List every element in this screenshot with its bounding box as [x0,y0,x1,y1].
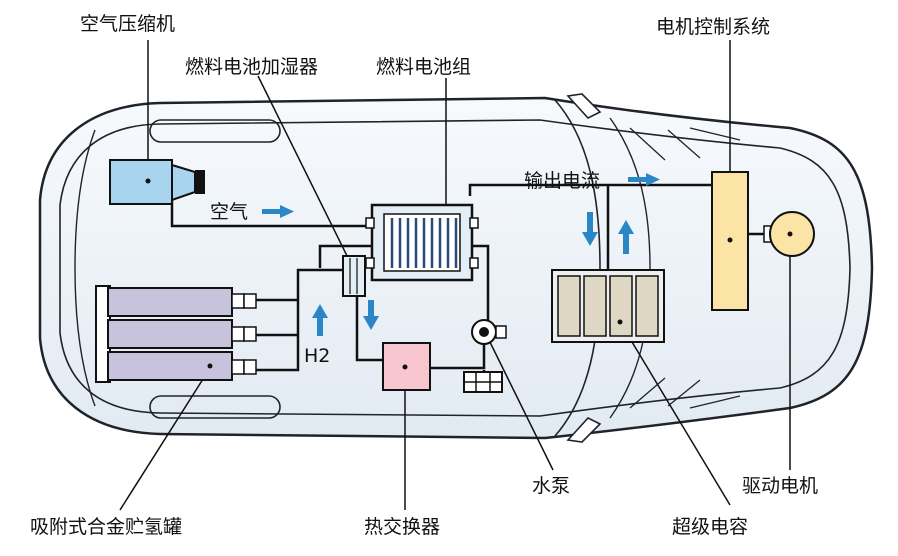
air-arrow-icon [262,205,294,218]
capacitor-down-arrow-icon [582,212,598,246]
air-compressor [109,159,205,205]
drive-motor [763,211,815,257]
output-current-line [468,183,718,196]
filter-unit [463,371,503,393]
air-line [170,200,375,228]
label-output-current: 输出电流 [524,170,600,192]
ultracapacitor [551,269,665,343]
label-h2-tank: 吸附式合金贮氢罐 [30,516,182,538]
current-arrow-icon [628,173,660,186]
flow-labels: 空气 H2 输出电流 [210,170,600,367]
connection-lines [170,183,770,380]
label-fc-stack: 燃料电池组 [376,56,471,78]
coolant-line-left [318,244,375,268]
label-ultracapacitor: 超级电容 [672,516,748,538]
component-labels: 空气压缩机 燃料电池加湿器 燃料电池组 电机控制系统 吸附式合金贮氢罐 热交换器… [30,13,818,538]
label-drive-motor: 驱动电机 [742,475,818,497]
coolant-down-arrow-icon [363,300,379,330]
label-heat-exchanger: 热交换器 [364,516,440,538]
capacitor-up-arrow-icon [618,220,634,254]
fuel-cell-stack [365,203,479,282]
label-h2: H2 [304,345,330,367]
humidifier-to-he [355,296,383,362]
hydrogen-storage-tanks [95,285,257,383]
label-air-compressor: 空气压缩机 [80,13,175,35]
fuel-cell-humidifier [342,255,366,297]
h2-line [255,268,343,372]
water-pump [471,319,507,345]
h2-up-arrow-icon [312,304,328,336]
motor-controller [711,171,749,311]
label-water-pump: 水泵 [532,475,570,497]
label-fc-humidifier: 燃料电池加湿器 [185,56,318,78]
he-to-pump [430,345,486,370]
flow-arrows [262,173,660,336]
heat-exchanger [382,342,431,391]
label-motor-control: 电机控制系统 [656,16,770,38]
coolant-line-right [470,244,490,340]
label-air: 空气 [210,201,248,223]
